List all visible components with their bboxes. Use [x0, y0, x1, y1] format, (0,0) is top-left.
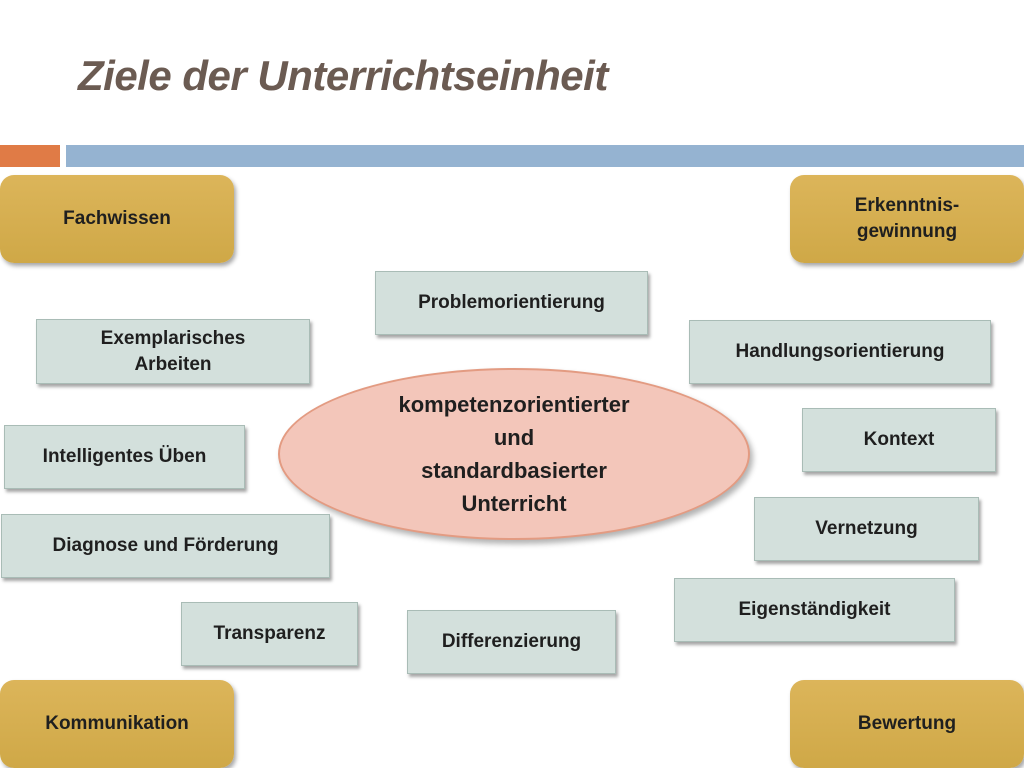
box-eigenstaendigkeit: Eigenständigkeit [674, 578, 955, 642]
box-differenzierung: Differenzierung [407, 610, 616, 674]
accent-bar-blue [66, 145, 1024, 167]
box-problemorientierung: Problemorientierung [375, 271, 648, 335]
box-intelligentes-ueben: Intelligentes Üben [4, 425, 245, 489]
label-eigenstaendigkeit: Eigenständigkeit [738, 599, 891, 621]
box-handlungsorientierung: Handlungsorientierung [689, 320, 991, 384]
center-text-line3: standardbasierter [421, 458, 607, 483]
box-exemplarisches-arbeiten: Exemplarisches Arbeiten [36, 319, 310, 384]
label-exemplarisch-line1: Exemplarisches [100, 327, 246, 349]
corner-box-bewertung: Bewertung [790, 680, 1024, 768]
center-text-line4: Unterricht [461, 491, 567, 516]
box-diagnose-foerderung: Diagnose und Förderung [1, 514, 330, 578]
label-kontext: Kontext [863, 429, 935, 451]
center-text-line2: und [493, 425, 535, 450]
corner-label-kommunikation: Kommunikation [45, 713, 189, 735]
label-intelligentes-ueben: Intelligentes Üben [42, 446, 207, 468]
label-vernetzung: Vernetzung [815, 518, 918, 540]
corner-label-erkenntnis-line2: gewinnung [856, 221, 958, 242]
center-ellipse: kompetenzorientierter und standardbasier… [278, 368, 750, 540]
corner-label-bewertung: Bewertung [857, 713, 957, 735]
corner-label-erkenntnis-line1: Erkenntnis- [854, 195, 960, 217]
label-handlungsorientierung: Handlungsorientierung [735, 341, 945, 363]
center-text-line1: kompetenzorientierter [398, 392, 630, 417]
label-transparenz: Transparenz [213, 623, 326, 645]
accent-bar-orange [0, 145, 60, 167]
corner-box-fachwissen: Fachwissen [0, 175, 234, 263]
box-kontext: Kontext [802, 408, 996, 472]
label-problemorientierung: Problemorientierung [418, 292, 605, 314]
corner-box-erkenntnisgewinnung: Erkenntnis- gewinnung [790, 175, 1024, 263]
box-vernetzung: Vernetzung [754, 497, 979, 561]
corner-box-kommunikation: Kommunikation [0, 680, 234, 768]
slide-title: Ziele der Unterrichtseinheit [78, 52, 608, 99]
corner-label-fachwissen: Fachwissen [63, 208, 171, 230]
label-diagnose-foerderung: Diagnose und Förderung [52, 535, 279, 557]
label-differenzierung: Differenzierung [441, 631, 582, 653]
label-exemplarisch-line2: Arbeiten [134, 353, 212, 375]
box-transparenz: Transparenz [181, 602, 358, 666]
